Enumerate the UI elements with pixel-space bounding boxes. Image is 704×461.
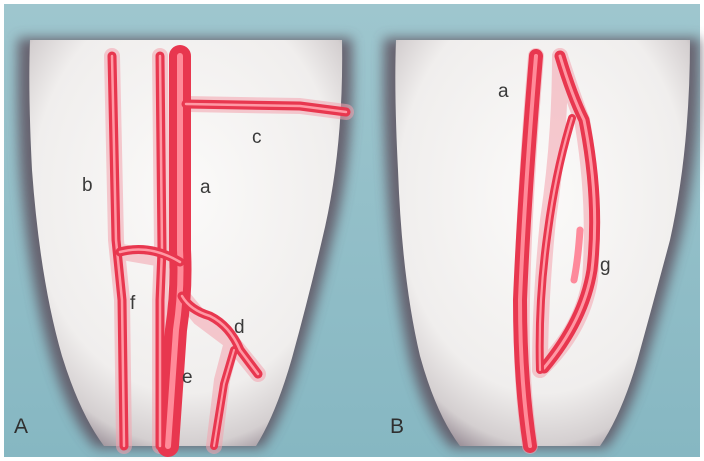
label-d: d: [234, 318, 245, 337]
label-e: e: [182, 368, 193, 387]
label-b: b: [82, 176, 93, 195]
panel-label-b: B: [390, 416, 404, 437]
label-f: f: [130, 294, 135, 313]
label-a-b: a: [498, 82, 509, 101]
label-a: a: [200, 178, 211, 197]
label-g: g: [600, 256, 611, 275]
label-c: c: [252, 128, 262, 147]
panel-label-a: A: [14, 416, 28, 437]
